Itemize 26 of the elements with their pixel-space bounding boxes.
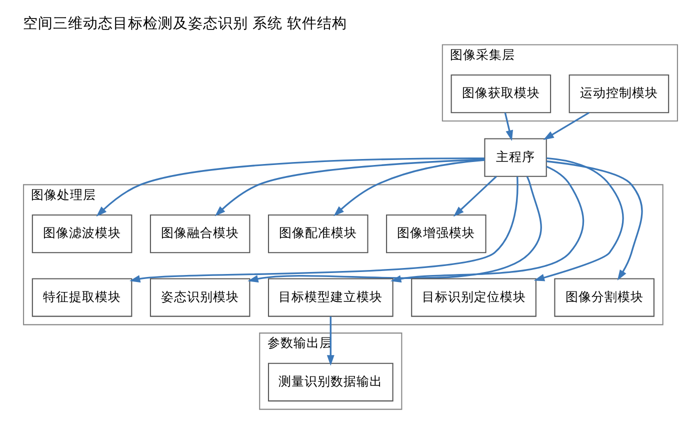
- arrow: [452, 176, 496, 217]
- node-box: 图像分割模块: [554, 278, 654, 317]
- node-box: 测量识别数据输出: [267, 362, 393, 402]
- node-box: 目标识别定位模块: [410, 278, 536, 317]
- node-box: 图像配准模块: [267, 214, 368, 254]
- arrow: [128, 176, 518, 282]
- arrow: [333, 159, 484, 216]
- node-box: 姿态识别模块: [149, 278, 250, 317]
- arrow: [533, 157, 624, 282]
- node-box: 图像获取模块: [450, 74, 551, 114]
- node-box: 运动控制模块: [568, 74, 669, 114]
- diagram-title: 空间三维动态目标检测及姿态识别 系统 软件结构: [22, 15, 347, 32]
- arrow: [390, 166, 584, 283]
- node-box: 图像融合模块: [149, 214, 250, 254]
- arrow: [214, 158, 484, 216]
- node-box: 目标模型建立模块: [267, 278, 393, 317]
- node-box: 图像滤波模块: [31, 214, 132, 254]
- arrow: [542, 112, 589, 140]
- arrow: [96, 158, 484, 217]
- arrow: [247, 176, 542, 282]
- arrow: [326, 316, 334, 366]
- arrow: [504, 112, 513, 141]
- node-box: 特征提取模块: [31, 278, 132, 317]
- node-box: 主程序: [484, 138, 546, 177]
- node-box: 图像增强模块: [386, 214, 486, 254]
- arrow: [546, 160, 642, 280]
